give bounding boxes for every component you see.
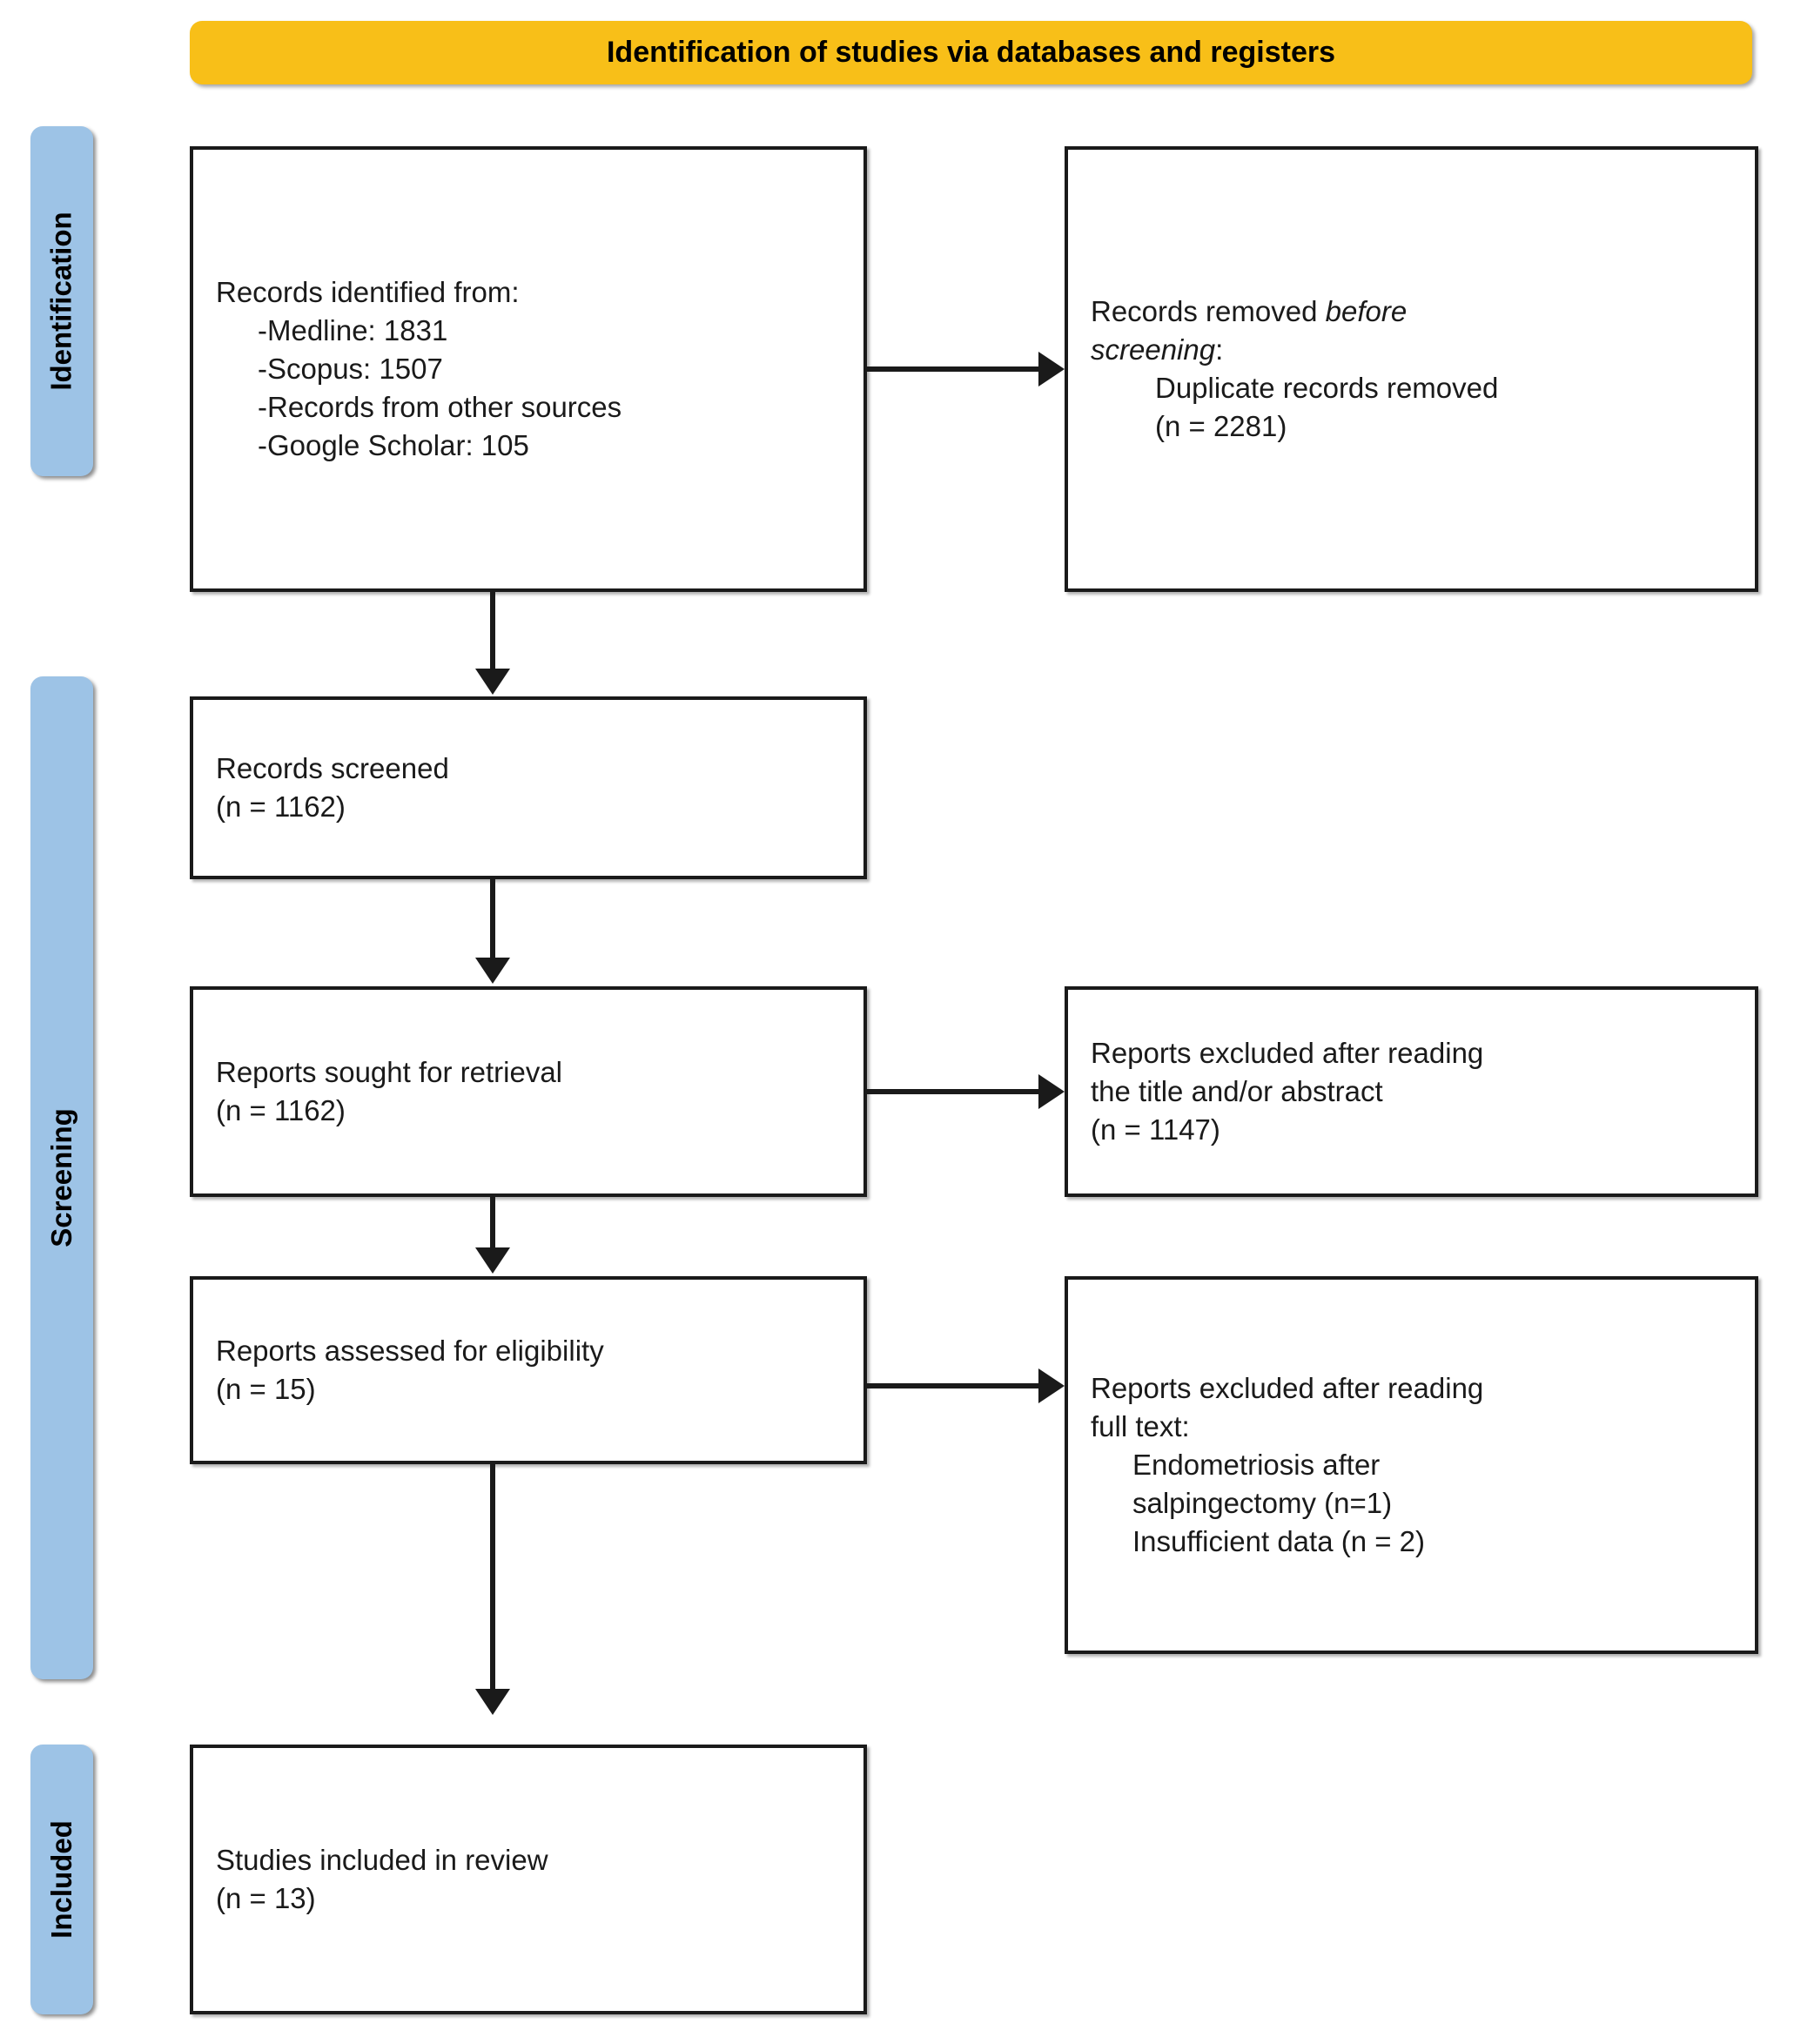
box-records-removed: Records removed before screening: Duplic… — [1065, 146, 1758, 592]
connector-line — [490, 1197, 495, 1249]
reports-sought-line-2: (n = 1162) — [216, 1094, 346, 1126]
connector-line — [867, 366, 1041, 372]
reports-sought-line-1: Reports sought for retrieval — [216, 1056, 563, 1089]
records-screened-line-2: (n = 1162) — [216, 790, 346, 823]
records-removed-line-1-plain: Records removed — [1091, 295, 1326, 328]
records-screened-line-1: Records screened — [216, 752, 449, 785]
records-identified-line-1: Records identified from: — [216, 276, 520, 309]
stage-bar-screening: Screening — [30, 676, 93, 1679]
stage-label-screening: Screening — [45, 1108, 77, 1247]
excluded-title-line-1: Reports excluded after reading — [1091, 1037, 1484, 1070]
records-removed-line-3: Duplicate records removed — [1155, 372, 1499, 404]
box-records-identified-text: Records identified from: -Medline: 1831 … — [193, 273, 644, 464]
box-reports-sought-text: Reports sought for retrieval (n = 1162) — [193, 1053, 585, 1130]
connector-line — [490, 879, 495, 960]
box-reports-assessed: Reports assessed for eligibility (n = 15… — [190, 1276, 867, 1464]
arrowhead-down-icon — [475, 1247, 510, 1274]
records-removed-line-2-plain: : — [1215, 333, 1224, 366]
box-reports-excluded-title-abstract: Reports excluded after reading the title… — [1065, 986, 1758, 1197]
stage-label-included: Included — [45, 1820, 77, 1939]
excluded-fulltext-line-3: Endometriosis after — [1132, 1449, 1381, 1482]
phase-header-banner: Identification of studies via databases … — [190, 21, 1752, 84]
records-identified-line-5: -Google Scholar: 105 — [258, 428, 529, 461]
records-identified-line-2: -Medline: 1831 — [258, 314, 448, 347]
excluded-title-line-3: (n = 1147) — [1091, 1113, 1220, 1146]
arrowhead-down-icon — [475, 1689, 510, 1715]
stage-bar-identification: Identification — [30, 126, 93, 476]
arrowhead-down-icon — [475, 958, 510, 984]
box-studies-included: Studies included in review (n = 13) — [190, 1745, 867, 2014]
box-records-removed-text: Records removed before screening: Duplic… — [1068, 292, 1521, 446]
excluded-fulltext-line-2: full text: — [1091, 1410, 1190, 1443]
studies-included-line-1: Studies included in review — [216, 1844, 548, 1877]
arrowhead-down-icon — [475, 669, 510, 695]
box-reports-excluded-full-text: Reports excluded after reading full text… — [1065, 1276, 1758, 1654]
excluded-title-line-2: the title and/or abstract — [1091, 1075, 1383, 1108]
stage-bar-included: Included — [30, 1745, 93, 2014]
box-records-identified: Records identified from: -Medline: 1831 … — [190, 146, 867, 592]
connector-line — [867, 1089, 1041, 1094]
records-removed-line-1-italic: before — [1325, 295, 1408, 328]
box-reports-sought: Reports sought for retrieval (n = 1162) — [190, 986, 867, 1197]
records-removed-line-4: (n = 2281) — [1155, 409, 1287, 442]
phase-header-title: Identification of studies via databases … — [606, 36, 1336, 69]
connector-line — [867, 1383, 1041, 1388]
studies-included-line-2: (n = 13) — [216, 1882, 316, 1914]
box-records-screened-text: Records screened (n = 1162) — [193, 750, 472, 826]
connector-line — [490, 592, 495, 672]
excluded-fulltext-line-1: Reports excluded after reading — [1091, 1372, 1484, 1405]
arrowhead-right-icon — [1038, 1368, 1065, 1403]
stage-label-identification: Identification — [45, 212, 77, 391]
records-removed-line-2-italic: screening — [1091, 333, 1216, 366]
box-reports-excluded-title-abstract-text: Reports excluded after reading the title… — [1068, 1034, 1506, 1149]
reports-assessed-line-1: Reports assessed for eligibility — [216, 1335, 604, 1368]
connector-line — [490, 1464, 495, 1691]
box-reports-assessed-text: Reports assessed for eligibility (n = 15… — [193, 1332, 627, 1409]
reports-assessed-line-2: (n = 15) — [216, 1373, 316, 1405]
arrowhead-right-icon — [1038, 1074, 1065, 1109]
excluded-fulltext-line-4: salpingectomy (n=1) — [1132, 1486, 1393, 1519]
box-studies-included-text: Studies included in review (n = 13) — [193, 1841, 571, 1918]
records-identified-line-3: -Scopus: 1507 — [258, 353, 443, 386]
box-reports-excluded-full-text-text: Reports excluded after reading full text… — [1068, 1369, 1506, 1560]
arrowhead-right-icon — [1038, 352, 1065, 387]
excluded-fulltext-line-5: Insufficient data (n = 2) — [1132, 1524, 1426, 1557]
records-identified-line-4: -Records from other sources — [258, 390, 622, 423]
box-records-screened: Records screened (n = 1162) — [190, 696, 867, 879]
